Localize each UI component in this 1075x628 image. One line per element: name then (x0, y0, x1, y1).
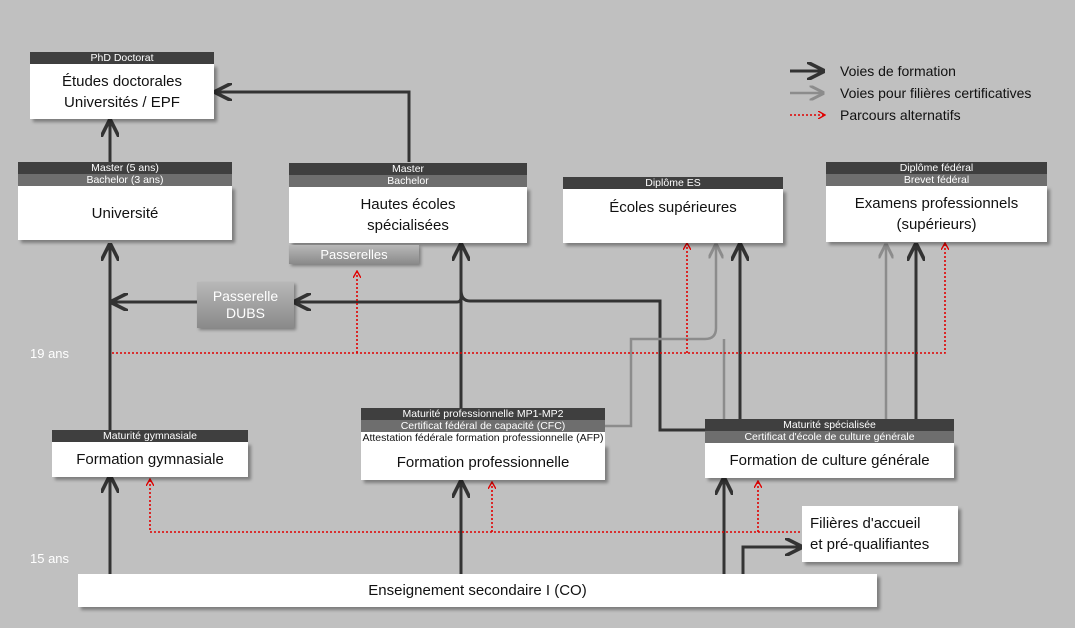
es-label: Écoles supérieures (609, 199, 737, 216)
path-culture-examens-grey (770, 246, 886, 432)
path-alt-15 (150, 480, 800, 533)
path-hes-doctorat (217, 92, 411, 162)
legend-formation: Voies de formation (840, 63, 956, 79)
secondaire-label: Enseignement secondaire I (CO) (368, 582, 587, 599)
box-hes: Hautes écoles spécialisées (289, 187, 527, 243)
hes-header-master: Master (289, 163, 527, 175)
box-professionnelle: Formation professionnelle (361, 444, 605, 480)
examens-header-diplome: Diplôme fédéral (826, 162, 1047, 174)
box-es: Écoles supérieures (563, 189, 783, 243)
hes-label: Hautes écoles spécialisées (360, 196, 456, 234)
professionnelle-header-mp: Maturité professionnelle MP1-MP2 (361, 408, 605, 420)
culture-label: Formation de culture générale (729, 452, 930, 469)
box-culture: Formation de culture générale (705, 443, 954, 478)
es-header: Diplôme ES (563, 177, 783, 189)
dubs-box: Passerelle DUBS (197, 282, 294, 328)
examens-label: Examens professionnels (supérieurs) (854, 195, 1019, 233)
examens-header-brevet: Brevet fédéral (826, 174, 1047, 186)
path-secondaire-accueil (741, 547, 800, 574)
universite-label: Université (91, 204, 159, 222)
box-gymnasiale: Formation gymnasiale (52, 442, 248, 477)
box-doctorat: Études doctorales Universités / EPF (30, 64, 214, 119)
culture-header-maturite: Maturité spécialisée (705, 419, 954, 431)
hes-header-bachelor: Bachelor (289, 175, 527, 187)
box-secondaire: Enseignement secondaire I (CO) (78, 574, 877, 607)
professionnelle-header-cfc: Certificat fédéral de capacité (CFC) (361, 420, 605, 432)
professionnelle-header-afp: Attestation fédérale formation professio… (361, 432, 605, 444)
doctorat-label: Études doctorales Universités / EPF (61, 72, 183, 111)
doctorat-header: PhD Doctorat (30, 52, 214, 64)
dubs-label: Passerelle DUBS (212, 288, 279, 321)
path-professionnelle-es-grey (605, 246, 716, 428)
legend-alternatifs: Parcours alternatifs (840, 107, 961, 123)
box-examens: Examens professionnels (supérieurs) (826, 186, 1047, 242)
path-alt-19 (112, 244, 945, 354)
professionnelle-label: Formation professionnelle (396, 453, 570, 471)
gymnasiale-header: Maturité gymnasiale (52, 430, 248, 442)
box-universite: Université (18, 186, 232, 240)
legend-certificatives: Voies pour filières certificatives (840, 85, 1032, 101)
gymnasiale-label: Formation gymnasiale (76, 451, 224, 468)
box-accueil: Filières d'accueil et pré-qualifiantes (802, 506, 958, 562)
path-culture-hes (459, 289, 712, 432)
culture-header-certificat: Certificat d'école de culture générale (705, 431, 954, 443)
passerelles-ribbon: Passerelles (289, 245, 419, 264)
age-19: 19 ans (30, 346, 70, 361)
age-15: 15 ans (30, 551, 70, 566)
universite-header-bachelor: Bachelor (3 ans) (18, 174, 232, 186)
path-hes-dubs (296, 298, 463, 302)
accueil-label: Filières d'accueil et pré-qualifiantes (810, 515, 930, 553)
universite-header-master: Master (5 ans) (18, 162, 232, 174)
